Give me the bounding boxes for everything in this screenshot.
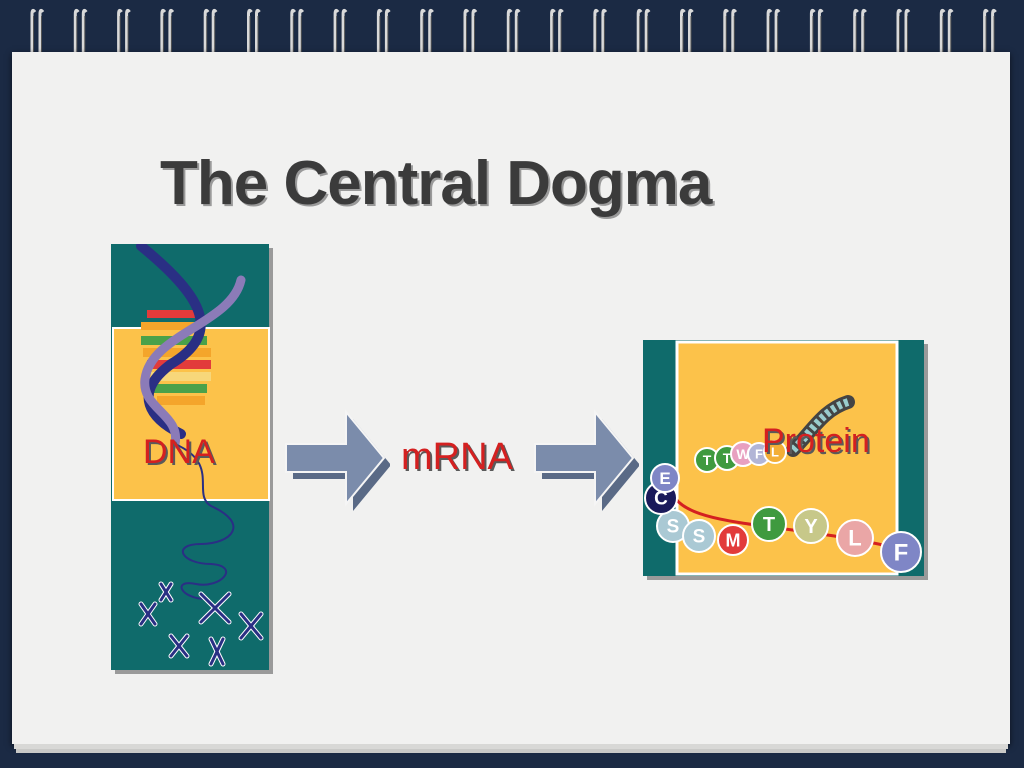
amino-acid-bead [793, 508, 829, 544]
amino-acid-letter: M [726, 530, 741, 550]
amino-acid-bead [682, 519, 716, 553]
amino-acid-bead [880, 531, 922, 573]
amino-acid-bead [650, 463, 680, 493]
amino-acid-letter: S [667, 517, 680, 538]
amino-acid-letter: F [755, 447, 763, 462]
arrow-right-icon [534, 409, 639, 511]
amino-acid-letter: T [763, 514, 775, 536]
dna-coil [174, 443, 235, 600]
amino-acid-letter: E [659, 469, 670, 488]
amino-acid-letter: L [848, 526, 861, 551]
mrna-label: mRNA [401, 436, 513, 478]
amino-acid-letter: T [723, 450, 732, 466]
slide-title: The Central Dogma [160, 149, 712, 218]
page-edge [14, 744, 1008, 749]
amino-acid-letter: C [654, 489, 668, 510]
protein-chain-tail [790, 398, 850, 453]
dna-label: DNA [143, 433, 215, 471]
amino-acid-letter: T [703, 452, 712, 468]
protein-label: Protein [762, 422, 870, 460]
amino-acid-letter: S [693, 527, 706, 548]
dna-helix-strand [136, 244, 206, 439]
amino-acid-letter: F [894, 539, 909, 566]
chromosomes-dark [139, 582, 263, 666]
amino-acid-letter: L [771, 445, 779, 460]
arrow-right-icon [285, 409, 390, 511]
amino-acid-bead [717, 524, 749, 556]
page-edge [16, 749, 1006, 753]
amino-acid-letter: Y [804, 516, 818, 538]
dna-helix-strand [140, 275, 246, 449]
amino-acid-letter: W [736, 446, 750, 462]
amino-acid-bead [836, 519, 874, 557]
dna-panel [111, 244, 273, 674]
amino-acid-bead [763, 440, 787, 464]
amino-acid-bead [751, 506, 787, 542]
